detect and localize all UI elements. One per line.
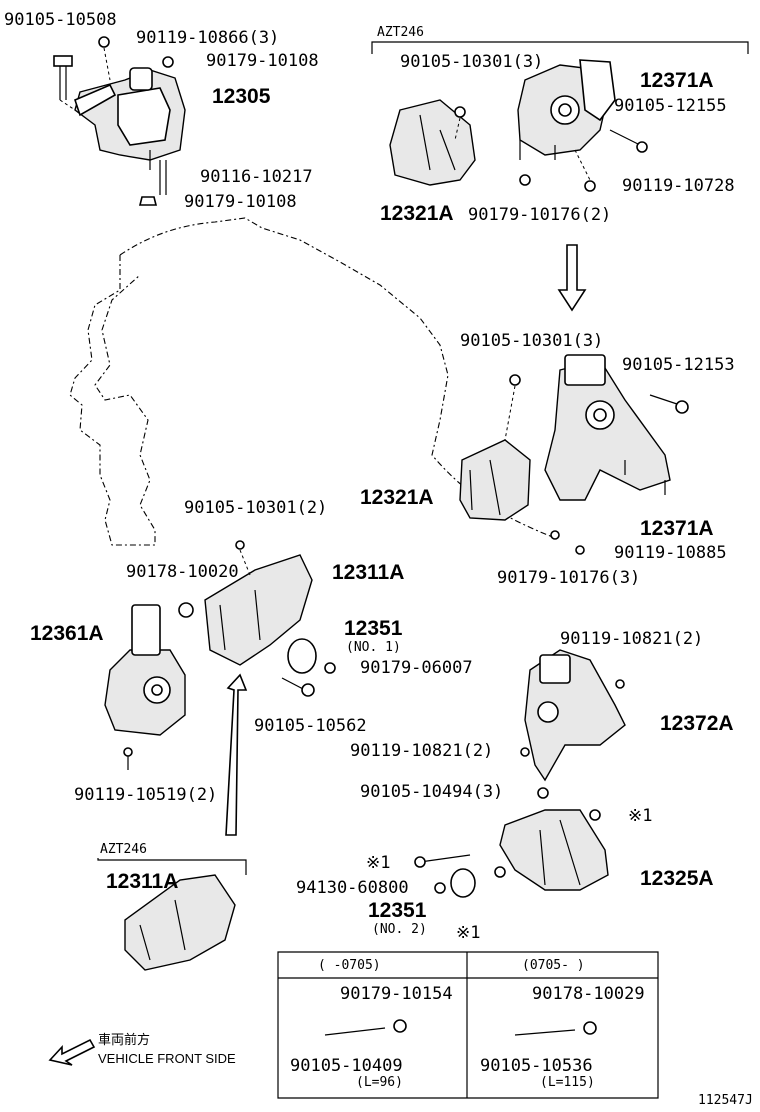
label-90179-10176-2: 90179-10176(2) (468, 205, 612, 225)
label-90105-10301-2: 90105-10301(2) (184, 498, 328, 518)
bracket-12321A-middle (459, 374, 531, 521)
label-90105-10508: 90105-10508 (4, 10, 117, 30)
label-no2: (NO. 2) (372, 922, 427, 937)
label-90179-10108-b: 90179-10108 (184, 192, 297, 212)
azt246-top-bracket (371, 41, 749, 54)
label-90105-10301-3a: 90105-10301(3) (400, 52, 544, 72)
label-90119-10821-a: 90119-10821(2) (560, 629, 704, 649)
label-90105-12153: 90105-12153 (622, 355, 735, 375)
label-mark1-table: ※1 (456, 923, 481, 943)
variant-table (277, 951, 659, 1099)
nut-90178-10020 (178, 602, 194, 618)
up-arrow-left (225, 673, 248, 836)
label-90116-10217: 90116-10217 (200, 167, 313, 187)
label-12321A-top: 12321A (380, 202, 454, 225)
mount-12371A-top (517, 59, 648, 192)
engine-outline (69, 217, 556, 546)
label-90178-10029: 90178-10029 (532, 984, 645, 1004)
down-arrow-top (557, 244, 587, 312)
front-arrow-icon (48, 1038, 96, 1066)
label-90179-10108-a: 90179-10108 (206, 51, 319, 71)
label-12311A: 12311A (332, 561, 405, 584)
label-front-jp: 車両前方 (98, 1032, 151, 1047)
table-col1-header: ( -0705) (318, 958, 381, 973)
label-azt246-top: AZT246 (377, 25, 424, 40)
stopper-12351-no1 (281, 638, 336, 697)
label-mark1-left: ※1 (366, 853, 391, 873)
label-12311A-bottom: 12311A (106, 870, 179, 893)
label-90119-10519: 90119-10519(2) (74, 785, 218, 805)
label-90105-10494: 90105-10494(3) (360, 782, 504, 802)
bracket-12321A-top (389, 99, 476, 186)
label-90179-06007: 90179-06007 (360, 658, 473, 678)
label-90105-10562: 90105-10562 (254, 716, 367, 736)
diagram-id: 112547J (698, 1093, 753, 1108)
label-90119-10728: 90119-10728 (622, 176, 735, 196)
label-90179-10154: 90179-10154 (340, 984, 453, 1004)
label-l115: (L=115) (540, 1075, 595, 1090)
label-90105-12155: 90105-12155 (614, 96, 727, 116)
label-90119-10866: 90119-10866(3) (136, 28, 280, 48)
label-12372A: 12372A (660, 712, 734, 735)
label-12321A-middle: 12321A (360, 486, 434, 509)
label-90105-10409: 90105-10409 (290, 1056, 403, 1076)
label-12351-no2: 12351 (368, 899, 427, 922)
label-12361A: 12361A (30, 622, 104, 645)
label-no1: (NO. 1) (346, 640, 401, 655)
label-12325A: 12325A (640, 867, 714, 890)
label-azt246-bottom: AZT246 (100, 842, 147, 857)
label-l96: (L=96) (356, 1075, 403, 1090)
label-90119-10821-b: 90119-10821(2) (350, 741, 494, 761)
table-col2-header: (0705- ) (522, 958, 585, 973)
label-12351-no1: 12351 (344, 617, 403, 640)
label-mark1-right: ※1 (628, 806, 653, 826)
label-12305: 12305 (212, 85, 271, 108)
azt246-bottom-bracket (97, 858, 247, 971)
stopper-12351-no2 (434, 868, 476, 898)
label-94130-60800: 94130-60800 (296, 878, 409, 898)
mount-12371A-middle (544, 354, 689, 555)
label-90105-10536: 90105-10536 (480, 1056, 593, 1076)
label-12371A-middle: 12371A (640, 517, 714, 540)
mount-12305 (53, 36, 186, 206)
label-90178-10020: 90178-10020 (126, 562, 239, 582)
bracket-12325A (414, 787, 609, 891)
label-90105-10301-3b: 90105-10301(3) (460, 331, 604, 351)
label-front-en: VEHICLE FRONT SIDE (98, 1051, 236, 1066)
label-90119-10885: 90119-10885 (614, 543, 727, 563)
label-90179-10176-3: 90179-10176(3) (497, 568, 641, 588)
bracket-12311A (204, 540, 313, 666)
label-12371A-top: 12371A (640, 69, 714, 92)
mount-12361A (104, 604, 186, 770)
mount-12372A (520, 649, 626, 782)
